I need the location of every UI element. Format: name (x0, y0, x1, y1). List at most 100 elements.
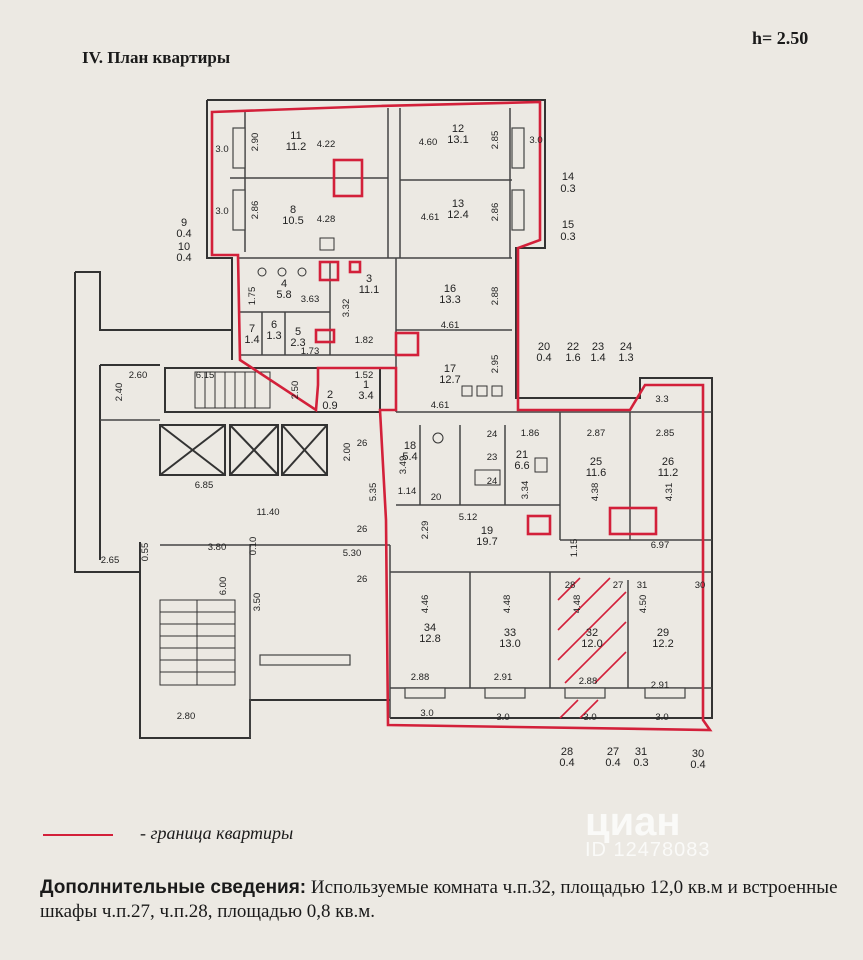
svg-text:12.0: 12.0 (581, 638, 602, 650)
svg-text:12.2: 12.2 (652, 638, 673, 650)
svg-text:12.4: 12.4 (447, 209, 468, 221)
svg-text:13.1: 13.1 (447, 134, 468, 146)
dim: 27 (613, 580, 624, 591)
room-label: 52.3 (290, 326, 305, 349)
used-room-hatch (557, 577, 627, 719)
dim: 28 (565, 580, 576, 591)
dim: 31 (637, 580, 648, 591)
dim: 3.0 (655, 712, 668, 723)
additional-info-text: Используемые комната ч.п.32, площадью 12… (40, 877, 838, 922)
svg-text:30: 30 (692, 748, 704, 760)
svg-text:13.0: 13.0 (499, 638, 520, 650)
svg-text:9: 9 (181, 217, 187, 229)
dim: 4.50 (638, 595, 649, 614)
room-label: 45.8 (276, 278, 291, 301)
dim: 1.86 (521, 428, 540, 439)
dim: 4.31 (664, 483, 675, 502)
staircases (159, 371, 271, 686)
dim: 5.35 (368, 483, 379, 502)
dim: 0.55 (140, 543, 151, 562)
svg-text:0.4: 0.4 (605, 757, 620, 769)
dim: 4.60 (419, 137, 438, 148)
svg-text:1: 1 (363, 379, 369, 391)
dim: 24 (487, 429, 498, 440)
room-label: 140.3 (560, 171, 575, 195)
dim: 2.88 (579, 676, 598, 687)
room-label: 216.6 (514, 449, 529, 472)
dim: 4.61 (421, 212, 440, 223)
svg-text:0.3: 0.3 (560, 183, 575, 195)
watermark-logo: циан (585, 800, 681, 844)
room-label: 71.4 (244, 323, 259, 346)
dimension-labels: 3.0 2.90 4.22 4.60 2.85 3.0 2.86 4.28 4.… (101, 131, 706, 723)
svg-text:5.4: 5.4 (402, 451, 417, 463)
dim: 2.95 (490, 355, 501, 374)
dim: 4.61 (431, 400, 450, 411)
room-label: 221.6 (565, 341, 580, 364)
windows (232, 127, 686, 699)
room-label: 200.4 (536, 341, 551, 364)
dim: 3.0 (420, 708, 433, 719)
watermark-id: ID 12478083 (585, 839, 711, 861)
elevator-shafts (159, 424, 328, 476)
dim: 20 (431, 492, 442, 503)
svg-text:0.4: 0.4 (690, 759, 705, 771)
svg-text:12.8: 12.8 (419, 633, 440, 645)
dim: 3.0 (496, 712, 509, 723)
svg-text:1.6: 1.6 (565, 352, 580, 364)
dim: 3.49 (398, 456, 409, 475)
dim: 4.48 (502, 595, 513, 614)
room-label: 185.4 (402, 440, 417, 463)
dim: 24 (487, 476, 498, 487)
dim: 2.60 (129, 370, 148, 381)
svg-text:11.2: 11.2 (286, 141, 307, 153)
svg-text:10: 10 (178, 241, 190, 253)
dim: 26 (357, 574, 368, 585)
dim: 3.3 (655, 394, 668, 405)
dim: 1.82 (355, 335, 374, 346)
svg-text:32: 32 (586, 627, 598, 639)
dim: 6.00 (218, 577, 229, 596)
dim: 3.63 (301, 294, 320, 305)
svg-text:21: 21 (516, 449, 528, 461)
dim: 2.80 (177, 711, 196, 722)
svg-text:5.8: 5.8 (276, 289, 291, 301)
dim: 2.91 (651, 680, 670, 691)
svg-text:18: 18 (404, 440, 416, 452)
svg-text:20: 20 (538, 341, 550, 353)
svg-text:29: 29 (657, 627, 669, 639)
dim: 1.52 (355, 370, 374, 381)
dim: 2.85 (656, 428, 675, 439)
svg-text:8: 8 (290, 204, 296, 216)
dim: 4.48 (572, 595, 583, 614)
svg-text:19: 19 (481, 525, 493, 537)
dim: 30 (695, 580, 706, 591)
interior-walls (100, 108, 712, 738)
svg-text:13.3: 13.3 (439, 294, 460, 306)
svg-text:4: 4 (281, 278, 287, 290)
dim: 6.85 (195, 480, 214, 491)
room-label: 13.4 (358, 379, 373, 402)
dim: 2.86 (490, 203, 501, 222)
dim: 3.80 (208, 542, 227, 553)
svg-text:2: 2 (327, 389, 333, 401)
svg-text:11.2: 11.2 (658, 467, 679, 479)
svg-text:25: 25 (590, 456, 602, 468)
svg-text:11.6: 11.6 (586, 467, 607, 479)
additional-info: Дополнительные сведения: Используемые ко… (40, 876, 860, 924)
svg-text:1.3: 1.3 (266, 330, 281, 342)
svg-text:6.6: 6.6 (514, 460, 529, 472)
boundary-legend-text: - граница квартиры (140, 823, 294, 843)
ceiling-height-label: h= 2.50 (752, 28, 809, 48)
svg-text:11.1: 11.1 (359, 284, 380, 296)
dim: 2.86 (250, 201, 261, 220)
room-label: 280.4 (559, 746, 574, 769)
dim: 2.88 (411, 672, 430, 683)
dim: 1.73 (301, 346, 320, 357)
